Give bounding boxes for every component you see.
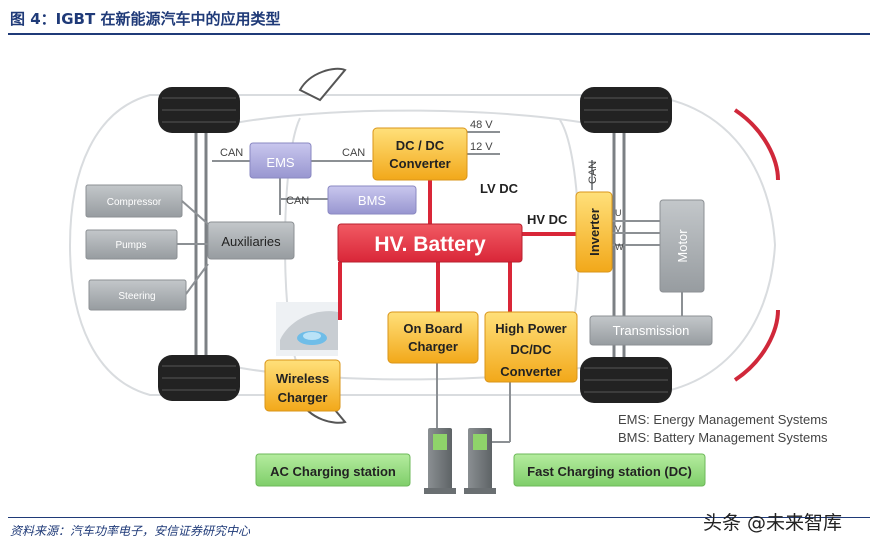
fast-charging-station[interactable]: Fast Charging station (DC) bbox=[513, 453, 706, 487]
dc-charging-post bbox=[464, 428, 496, 494]
hp-dcdc-label-line3: Converter bbox=[500, 364, 561, 379]
title-rule bbox=[8, 33, 870, 35]
source-note: 资料来源：汽车功率电子，安信证券研究中心 bbox=[10, 524, 251, 538]
motor-label: Motor bbox=[675, 229, 690, 263]
fast-station-label: Fast Charging station (DC) bbox=[527, 464, 692, 479]
can-label-2: CAN bbox=[342, 147, 365, 159]
signal-lines bbox=[177, 131, 683, 443]
headlight-bottom bbox=[733, 309, 780, 382]
hp-dcdc-block[interactable]: High Power DC/DC Converter bbox=[484, 311, 578, 383]
auxiliaries-block[interactable]: Auxiliaries bbox=[207, 221, 295, 260]
line-labels: CAN CAN CAN CAN 48 V 12 V U V W bbox=[220, 119, 624, 252]
figure-title: 图 4：IGBT 在新能源汽车中的应用类型 bbox=[10, 10, 281, 28]
onboard-charger-block[interactable]: On Board Charger bbox=[387, 311, 479, 364]
hv-battery-block[interactable]: HV. Battery bbox=[337, 223, 523, 263]
hv-battery-label: HV. Battery bbox=[374, 233, 486, 256]
legend-bms: BMS: Battery Management Systems bbox=[618, 430, 828, 445]
mirror-top bbox=[298, 67, 347, 102]
watermark: 头条 @未来智库 bbox=[703, 512, 843, 534]
v12-label: 12 V bbox=[470, 141, 493, 153]
transmission-block[interactable]: Transmission bbox=[589, 315, 713, 346]
headlight-top bbox=[733, 108, 780, 181]
legend-ems: EMS: Energy Management Systems bbox=[618, 412, 828, 427]
ac-station-label: AC Charging station bbox=[270, 464, 396, 479]
ac-charging-post bbox=[424, 428, 456, 494]
onboard-label-line2: Charger bbox=[408, 339, 458, 354]
can-label-4: CAN bbox=[587, 161, 599, 184]
dcdc-label-line2: Converter bbox=[389, 156, 450, 171]
dcdc-converter-block[interactable]: DC / DC Converter bbox=[372, 127, 468, 181]
hp-dcdc-label-line2: DC/DC bbox=[510, 342, 552, 357]
w-label: W bbox=[615, 242, 624, 252]
wireless-label-line2: Charger bbox=[278, 390, 328, 405]
can-label-1: CAN bbox=[220, 147, 243, 159]
steering-label: Steering bbox=[118, 291, 155, 302]
transmission-label: Transmission bbox=[613, 323, 690, 338]
inverter-block[interactable]: Inverter bbox=[575, 191, 613, 273]
wireless-label-line1: Wireless bbox=[276, 371, 329, 386]
onboard-label-line1: On Board bbox=[403, 321, 462, 336]
inverter-label: Inverter bbox=[587, 208, 602, 256]
wireless-charger-block[interactable]: Wireless Charger bbox=[264, 359, 341, 412]
steering-block[interactable]: Steering bbox=[88, 279, 187, 311]
compressor-block[interactable]: Compressor bbox=[85, 184, 183, 218]
bms-label: BMS bbox=[358, 193, 387, 208]
wireless-pad-image bbox=[276, 302, 338, 356]
ems-block[interactable]: EMS bbox=[249, 142, 312, 179]
ac-charging-station[interactable]: AC Charging station bbox=[255, 453, 411, 487]
motor-block[interactable]: Motor bbox=[659, 199, 705, 293]
hv-dc-label: HV DC bbox=[527, 212, 568, 227]
lv-dc-label: LV DC bbox=[480, 181, 519, 196]
can-label-3: CAN bbox=[286, 195, 309, 207]
auxiliaries-label: Auxiliaries bbox=[221, 234, 281, 249]
hp-dcdc-label-line1: High Power bbox=[495, 321, 567, 336]
v48-label: 48 V bbox=[470, 119, 493, 131]
u-label: U bbox=[615, 208, 622, 218]
pumps-label: Pumps bbox=[115, 240, 146, 251]
ems-label: EMS bbox=[266, 155, 295, 170]
dcdc-label-line1: DC / DC bbox=[396, 138, 445, 153]
footer-rule bbox=[8, 517, 870, 518]
pumps-block[interactable]: Pumps bbox=[85, 229, 178, 260]
compressor-label: Compressor bbox=[107, 197, 162, 208]
bms-block[interactable]: BMS bbox=[327, 185, 417, 215]
v-label: V bbox=[615, 224, 621, 234]
